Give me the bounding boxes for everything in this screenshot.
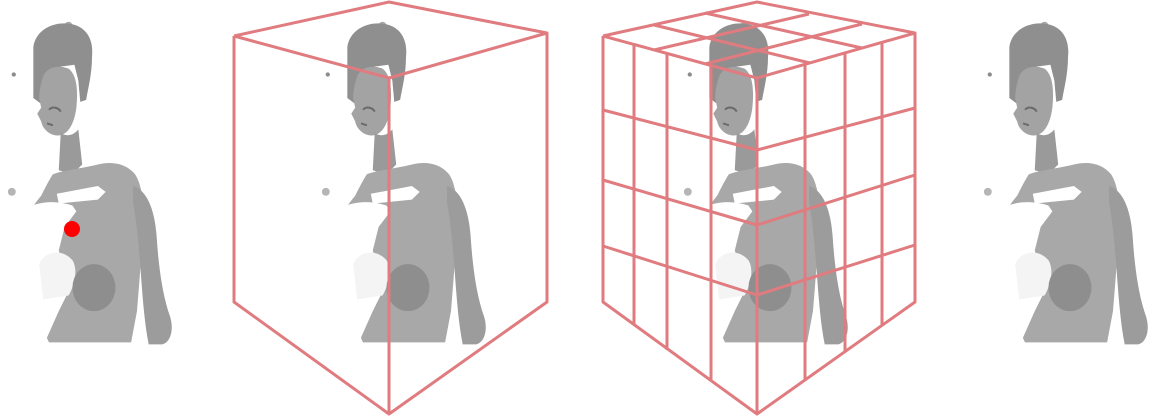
panel-voxel-grid <box>603 2 915 414</box>
panel-result <box>984 22 1148 351</box>
point-cloud-1 <box>8 22 172 351</box>
panel-bounding-box <box>234 2 547 414</box>
point-cloud-2 <box>322 22 486 351</box>
seed-point-marker <box>64 221 80 237</box>
point-cloud-3 <box>684 22 848 351</box>
panel-point-cloud-with-seed <box>8 22 172 351</box>
point-cloud-4 <box>984 22 1148 351</box>
